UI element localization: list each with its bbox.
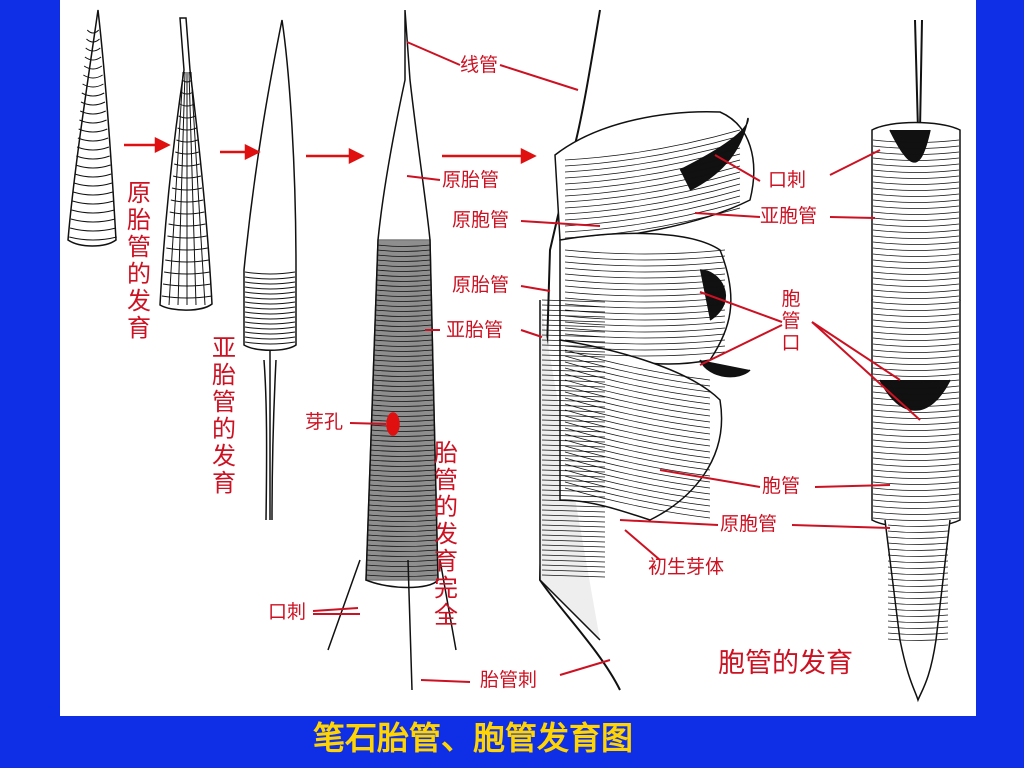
stage-label-prosicula: 原胎管的发育	[127, 179, 151, 342]
label-prosicula: 原胎管	[442, 169, 500, 191]
label-metasicula: 亚胎管	[446, 319, 504, 341]
label-theca: 胞管	[762, 475, 801, 497]
stage-label-theca: 胞管的发育	[718, 648, 853, 679]
figure-caption: 笔石胎管、胞管发育图	[312, 719, 633, 757]
thecae-figure	[538, 9, 755, 691]
label-metatheca: 亚胞管	[760, 205, 818, 227]
figure-panel: 原胎管的发育 亚胎管的发育 胎管的发育完全 胞管口 胞管的发育 线管 原胎管 原…	[60, 0, 976, 716]
label-prosicula-2: 原胎管	[452, 274, 510, 296]
label-apertural-spine: 口刺	[268, 601, 307, 623]
metasicula-figure	[243, 19, 297, 521]
label-nema: 线管	[460, 54, 499, 76]
label-spine-right: 口刺	[768, 169, 807, 191]
label-protheca: 原胞管	[452, 209, 510, 231]
label-protheca-2: 原胞管	[720, 513, 778, 535]
label-aperture: 胞管口	[781, 288, 801, 354]
label-initial-bud: 初生芽体	[648, 556, 725, 578]
prosicula-grid-figure	[159, 17, 213, 311]
prosicula-cone-figure	[67, 9, 117, 247]
figure-drawing	[67, 9, 961, 703]
stage-label-metasicula: 亚胎管的发育	[212, 334, 236, 497]
label-virgella: 胎管刺	[480, 669, 538, 691]
rhabdosome-figure	[871, 19, 961, 703]
sicula-figure	[327, 9, 457, 691]
stage-label-sicula-complete: 胎管的发育完全	[434, 439, 458, 629]
label-foramen: 芽孔	[305, 411, 344, 433]
